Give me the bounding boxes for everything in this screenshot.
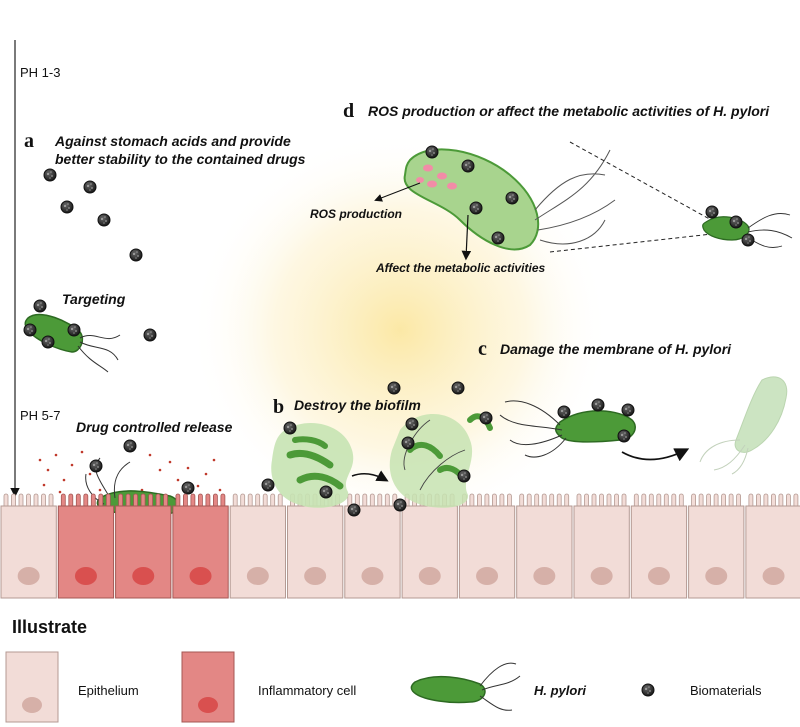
epithelium-cell-icon (688, 493, 745, 599)
biofilm-arrow-icon (351, 470, 389, 482)
epithelium-cell-icon (745, 493, 800, 599)
zoom-line-top (569, 141, 716, 223)
zoom-line-bottom (549, 233, 713, 253)
panel-a-line2: better stability to the contained drugs (55, 151, 306, 167)
epithelium-cell-icon (630, 493, 688, 599)
nanoparticle-icon (83, 180, 97, 194)
panel-c-text: Damage the membrane of H. pylori (500, 341, 732, 357)
panel-d-text: ROS production or affect the metabolic a… (368, 103, 770, 119)
nanoparticle-icon (129, 248, 143, 262)
inflammatory-cell-icon (115, 493, 172, 599)
small-bacterium-icon (702, 205, 793, 248)
legend-inflammatory-cell-icon (181, 651, 235, 723)
targeting-bacterium-icon (23, 299, 121, 373)
epithelium-cell-icon (401, 493, 458, 599)
drug-release-dots (38, 450, 222, 500)
epithelium-layer (0, 493, 800, 599)
ros-arrow-icon (374, 182, 421, 202)
inflammatory-cell-icon (57, 493, 115, 599)
nanoparticle-icon (97, 213, 111, 227)
legend-epithelium-label: Epithelium (78, 683, 139, 698)
legend-epithelium-cell-icon (5, 651, 59, 723)
panel-a-line1: Against stomach acids and provide (54, 133, 291, 149)
targeting-label: Targeting (62, 291, 126, 307)
ros-bacterium-icon (403, 145, 616, 251)
legend-hpylori-label: H. pylori (534, 683, 586, 698)
legend-inflammatory-label: Inflammatory cell (258, 683, 356, 698)
biofilm-disrupted (387, 381, 493, 512)
free-nanoparticles (43, 168, 157, 342)
membrane-arrow-icon (621, 448, 690, 462)
legend-biomaterials-icon (641, 683, 655, 697)
legend-title: Illustrate (12, 617, 87, 637)
metabolic-label: Affect the metabolic activities (375, 261, 545, 275)
damaged-bacterium-icon (699, 376, 788, 475)
ros-production-label: ROS production (310, 207, 402, 221)
panel-d-letter: d (343, 100, 354, 122)
nanoparticle-icon (60, 200, 74, 214)
inflammatory-cell-icon (172, 493, 229, 599)
epithelium-cell-icon (0, 493, 57, 599)
panel-b-letter: b (273, 396, 284, 418)
drug-release-label: Drug controlled release (76, 419, 233, 435)
epithelium-cell-icon (229, 493, 286, 599)
epithelium-cell-icon (573, 493, 630, 599)
legend-hpylori-icon (410, 662, 521, 711)
metabolic-arrow-icon (461, 214, 472, 261)
epithelium-cell-icon (287, 493, 344, 599)
legend-biomaterials-label: Biomaterials (690, 683, 762, 698)
nanoparticle-icon (143, 328, 157, 342)
epithelium-cell-icon (516, 493, 573, 599)
panel-b-text: Destroy the biofilm (294, 397, 421, 413)
membrane-bacterium-icon (499, 398, 636, 458)
panel-c-letter: c (478, 338, 487, 360)
ph-bottom-label: PH 5-7 (20, 408, 60, 423)
ph-top-label: PH 1-3 (20, 65, 60, 80)
nanoparticle-icon (43, 168, 57, 182)
biofilm-intact (261, 421, 361, 517)
panel-a-letter: a (24, 130, 34, 152)
epithelium-cell-icon (458, 493, 516, 599)
